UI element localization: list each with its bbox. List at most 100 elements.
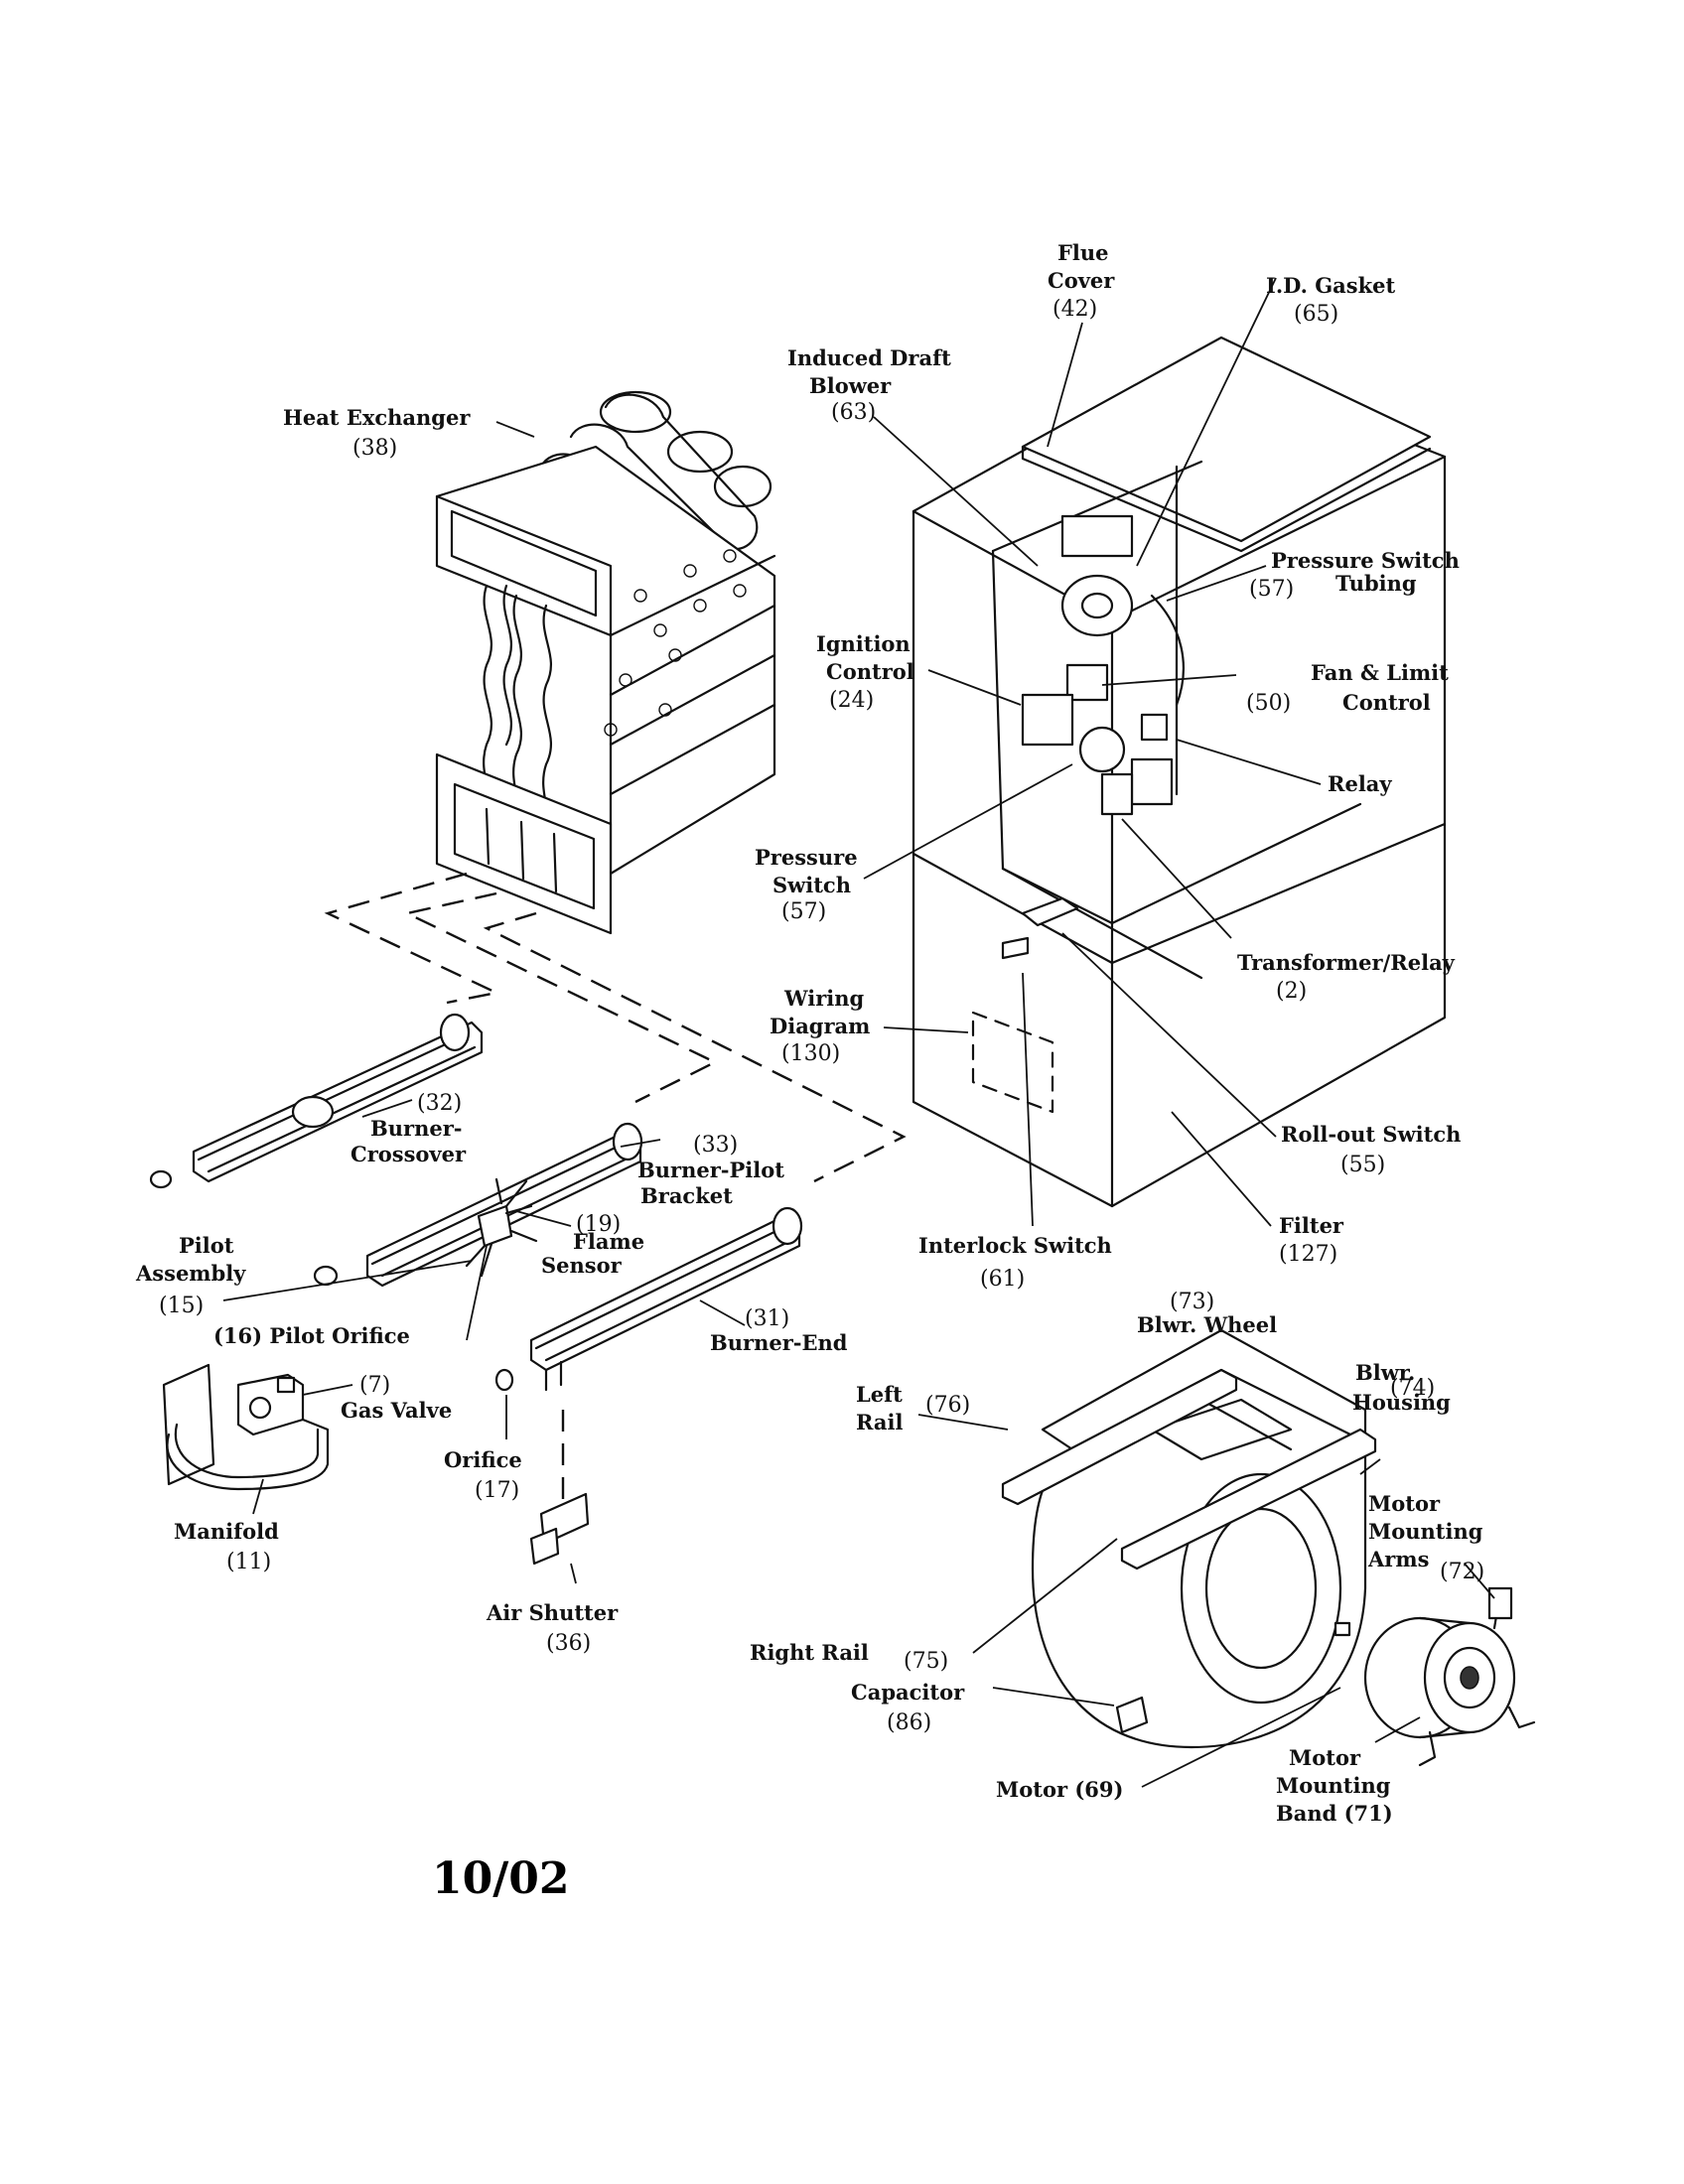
svg-text:(17): (17) (475, 1478, 519, 1503)
label-motor: Motor (69) (996, 1777, 1123, 1802)
furnace-cabinet (912, 336, 1447, 1208)
svg-text:Diagram: Diagram (770, 1014, 870, 1038)
svg-text:Control: Control (826, 659, 914, 684)
svg-text:(31): (31) (745, 1306, 789, 1331)
svg-text:Heat Exchanger: Heat Exchanger (283, 405, 471, 430)
blower-assembly (1001, 1328, 1536, 1767)
svg-text:(86): (86) (887, 1710, 931, 1735)
svg-text:Relay: Relay (1328, 771, 1392, 796)
label-flame-sensor: (19) Flame Sensor (541, 1212, 644, 1278)
label-relay: Relay (1328, 771, 1392, 796)
svg-text:(65): (65) (1294, 302, 1338, 327)
svg-text:Filter: Filter (1279, 1213, 1344, 1238)
svg-text:Motor (69): Motor (69) (996, 1777, 1123, 1802)
svg-text:Assembly: Assembly (135, 1261, 246, 1286)
svg-text:Air Shutter: Air Shutter (486, 1600, 619, 1625)
svg-text:(57): (57) (1249, 577, 1294, 602)
svg-text:(42): (42) (1052, 297, 1097, 322)
svg-text:Burner-Pilot: Burner-Pilot (637, 1158, 784, 1182)
svg-text:(33): (33) (693, 1133, 738, 1158)
gas-valve-manifold (162, 1363, 330, 1491)
svg-text:Ignition: Ignition (816, 631, 911, 656)
svg-text:Motor: Motor (1289, 1745, 1361, 1770)
svg-text:(61): (61) (980, 1267, 1025, 1292)
label-blower-housing: Blwr. (74) Housing (1352, 1360, 1451, 1415)
svg-text:(2): (2) (1276, 979, 1307, 1004)
svg-text:Crossover: Crossover (351, 1142, 467, 1166)
label-filter: Filter (127) (1279, 1213, 1344, 1267)
svg-text:Pressure: Pressure (755, 845, 858, 870)
svg-text:Flame: Flame (573, 1229, 644, 1254)
label-motor-mounting-arms: Motor Mounting Arms (72) (1367, 1491, 1484, 1584)
svg-text:Pilot: Pilot (179, 1233, 234, 1258)
svg-text:Pressure Switch: Pressure Switch (1271, 548, 1460, 573)
svg-text:Flue: Flue (1057, 240, 1109, 265)
svg-text:Arms: Arms (1367, 1547, 1429, 1571)
svg-text:(7): (7) (359, 1373, 390, 1398)
svg-text:Wiring: Wiring (783, 986, 865, 1011)
svg-text:(19): (19) (576, 1212, 621, 1237)
svg-text:Rail: Rail (856, 1410, 904, 1434)
svg-text:(38): (38) (352, 436, 397, 461)
label-orifice: Orifice (17) (444, 1447, 522, 1503)
label-blower-wheel: (73) Blwr. Wheel (1137, 1290, 1277, 1337)
svg-text:Sensor: Sensor (541, 1253, 623, 1278)
svg-text:Band (71): Band (71) (1276, 1801, 1393, 1826)
svg-text:Bracket: Bracket (640, 1183, 733, 1208)
svg-text:(55): (55) (1340, 1153, 1385, 1177)
svg-text:(63): (63) (831, 400, 876, 425)
label-gas-valve: (7) Gas Valve (341, 1373, 452, 1423)
label-id-gasket: I.D. Gasket (65) (1266, 273, 1395, 327)
svg-text:Right Rail: Right Rail (750, 1640, 869, 1665)
svg-text:Blower: Blower (809, 373, 892, 398)
svg-text:Roll-out Switch: Roll-out Switch (1281, 1122, 1461, 1147)
svg-text:(75): (75) (904, 1649, 948, 1674)
svg-text:(127): (127) (1279, 1242, 1337, 1267)
svg-text:Motor: Motor (1368, 1491, 1441, 1516)
air-shutter (529, 1492, 590, 1566)
orifice (494, 1368, 514, 1392)
svg-text:(72): (72) (1440, 1560, 1484, 1584)
svg-text:Mounting: Mounting (1368, 1519, 1483, 1544)
label-heat-exchanger: Heat Exchanger (38) (283, 405, 471, 461)
svg-text:(73): (73) (1170, 1290, 1214, 1314)
svg-text:Tubing: Tubing (1335, 571, 1417, 596)
svg-text:Interlock Switch: Interlock Switch (918, 1233, 1112, 1258)
svg-text:Gas Valve: Gas Valve (341, 1398, 452, 1423)
label-right-rail: Right Rail (75) (750, 1640, 948, 1674)
svg-text:(11): (11) (226, 1550, 271, 1574)
svg-text:Fan & Limit: Fan & Limit (1311, 660, 1449, 685)
svg-text:Capacitor: Capacitor (851, 1680, 965, 1705)
svg-text:Switch: Switch (772, 873, 851, 897)
burner-crossover (149, 1013, 484, 1189)
svg-text:Left: Left (856, 1382, 903, 1407)
svg-text:Orifice: Orifice (444, 1447, 522, 1472)
svg-text:Manifold: Manifold (174, 1519, 279, 1544)
label-wiring-diagram: Wiring Diagram (130) (770, 986, 870, 1066)
assembly-dashed-lines (324, 872, 907, 1509)
label-transformer-relay: Transformer/Relay (2) (1237, 950, 1456, 1004)
label-burner-pilot-bracket: (33) Burner-Pilot Bracket (637, 1133, 784, 1208)
svg-text:(15): (15) (159, 1294, 204, 1318)
leader-lines (222, 277, 1495, 1788)
svg-text:(76): (76) (925, 1393, 970, 1418)
svg-text:(74): (74) (1390, 1376, 1435, 1401)
label-left-rail: Left (76) Rail (856, 1382, 970, 1434)
label-burner-crossover: (32) Burner- Crossover (351, 1091, 467, 1166)
svg-text:Burner-: Burner- (370, 1116, 463, 1141)
svg-text:Transformer/Relay: Transformer/Relay (1237, 950, 1456, 975)
svg-text:(32): (32) (417, 1091, 462, 1116)
heat-exchanger (435, 390, 776, 935)
label-burner-end: (31) Burner-End (710, 1306, 848, 1355)
svg-text:(16) Pilot Orifice: (16) Pilot Orifice (213, 1323, 410, 1348)
label-flue-cover: Flue Cover (42) (1048, 240, 1115, 322)
svg-text:(24): (24) (829, 688, 874, 713)
date-code: 10/02 (432, 1853, 570, 1904)
label-ignition-control: Ignition Control (24) (816, 631, 914, 713)
svg-text:Blwr. Wheel: Blwr. Wheel (1137, 1312, 1277, 1337)
label-pilot-assembly: Pilot Assembly (15) (135, 1233, 246, 1318)
svg-text:(57): (57) (781, 899, 826, 924)
svg-text:(50): (50) (1246, 691, 1291, 716)
svg-text:I.D. Gasket: I.D. Gasket (1266, 273, 1395, 298)
